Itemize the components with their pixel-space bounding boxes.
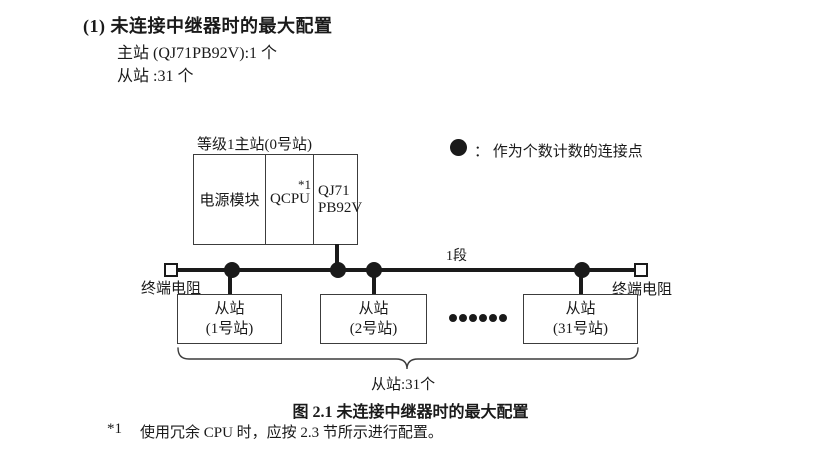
slave-31-name: 从站 [565, 300, 596, 317]
terminator-resistor-left [164, 263, 178, 277]
figure-caption: 图 2.1 未连接中继器时的最大配置 [292, 404, 529, 421]
connection-dot [574, 262, 590, 278]
ellipsis-dot [459, 314, 467, 322]
slave-1-name: 从站 [214, 300, 245, 317]
master-count-line: 主站 (QJ71PB92V):1 个 [117, 45, 278, 62]
ellipsis-dots [449, 314, 509, 322]
connection-dot [366, 262, 382, 278]
qcpu-label: QCPU [270, 191, 311, 207]
section-heading: (1) 未连接中继器时的最大配置 [83, 16, 333, 36]
connection-dot-icon [450, 139, 467, 156]
slave-box-2: 从站 (2号站) [320, 294, 427, 344]
footnote-marker: *1 [107, 421, 122, 437]
brace-label: 从站:31个 [371, 377, 436, 393]
ellipsis-dot [449, 314, 457, 322]
power-module-cell: 电源模块 [199, 193, 260, 209]
slave-1-number: (1号站) [205, 321, 254, 337]
qj71pb92v-label: QJ71 PB92V [318, 183, 363, 216]
ellipsis-dot [499, 314, 507, 322]
footnote-text: 使用冗余 CPU 时，应按 2.3 节所示进行配置。 [140, 425, 443, 441]
slave2-drop-line [372, 270, 376, 296]
master-drop-line [335, 244, 339, 270]
master-station-label: 等级1主站(0号站) [197, 137, 312, 153]
slave1-drop-line [228, 270, 232, 296]
ellipsis-dot [479, 314, 487, 322]
terminator-left-label: 终端电阻 [141, 281, 202, 297]
bus-line [168, 268, 642, 272]
qcpu-footnote-marker: *1 [298, 177, 311, 192]
slave-count-brace [177, 347, 639, 370]
slave-2-name: 从站 [358, 300, 389, 317]
slave-31-number: (31号站) [553, 321, 608, 337]
slave-box-1: 从站 (1号站) [177, 294, 282, 344]
ellipsis-dot [489, 314, 497, 322]
terminator-resistor-right [634, 263, 648, 277]
slave-box-31: 从站 (31号站) [523, 294, 638, 344]
connection-dot [224, 262, 240, 278]
qj71pb92v-cell: QJ71 PB92V [313, 155, 362, 244]
segment-label: 1段 [446, 249, 467, 264]
qcpu-cell: QCPU *1 [265, 155, 313, 244]
master-station-box: 电源模块 QCPU *1 QJ71 PB92V [193, 154, 362, 245]
ellipsis-dot [469, 314, 477, 322]
connection-dot [330, 262, 346, 278]
slave-2-number: (2号站) [349, 321, 398, 337]
slave31-drop-line [579, 270, 583, 296]
legend-text: ： 作为个数计数的连接点 [474, 144, 643, 160]
slave-count-line: 从站 :31 个 [117, 68, 194, 85]
